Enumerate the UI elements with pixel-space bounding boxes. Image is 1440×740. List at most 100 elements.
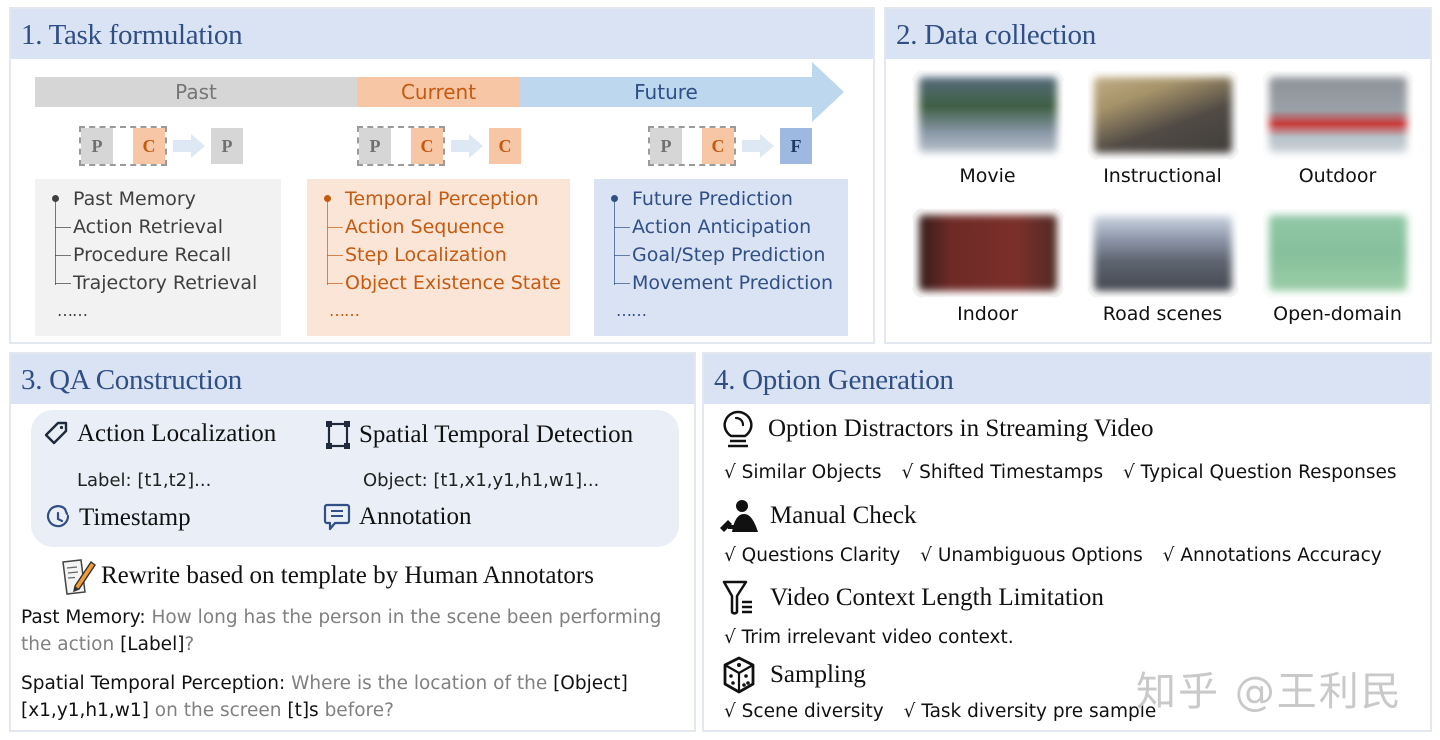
source-grid: Movie Instructional Outdoor Indoor Road … bbox=[900, 71, 1425, 347]
annotation-spatial-temporal-detection: Spatial Temporal Detection bbox=[325, 420, 633, 450]
object-format: Object: [t1,x1,y1,h1,w1]... bbox=[363, 470, 600, 491]
output-box: C bbox=[489, 128, 521, 164]
current-box: C bbox=[411, 128, 443, 164]
section-sampling: Sampling bbox=[722, 656, 866, 694]
comment-icon bbox=[323, 503, 351, 531]
bounding-box-icon bbox=[326, 421, 350, 449]
bullet-icon bbox=[52, 195, 59, 202]
panel-title: 3. QA Construction bbox=[11, 354, 694, 404]
annotation-annotation: Annotation bbox=[323, 502, 472, 532]
arrow-right-icon bbox=[173, 134, 205, 158]
source-label: Outdoor bbox=[1298, 165, 1377, 187]
section-option-distractors: Option Distractors in Streaming Video bbox=[722, 410, 1154, 448]
output-box: F bbox=[780, 128, 812, 164]
task-item: Procedure Recall bbox=[55, 241, 271, 269]
thumbnail-image bbox=[1262, 209, 1413, 297]
output-box: P bbox=[211, 128, 243, 164]
task-item: Object Existence State bbox=[327, 269, 561, 297]
source-label: Indoor bbox=[957, 303, 1018, 325]
task-item: Action Retrieval bbox=[55, 213, 271, 241]
category-head: Temporal Perception bbox=[345, 188, 539, 210]
task-item: Action Sequence bbox=[327, 213, 560, 241]
category-head: Past Memory bbox=[73, 188, 196, 210]
task-item: Movement Prediction bbox=[614, 269, 838, 297]
thumbnail-image bbox=[1262, 71, 1413, 159]
input-window: P C bbox=[357, 126, 445, 166]
past-box: P bbox=[650, 128, 682, 164]
source-instructional: Instructional bbox=[1075, 71, 1250, 209]
timeline-current: Current bbox=[357, 77, 520, 107]
source-label: Instructional bbox=[1103, 165, 1222, 187]
bullet-icon bbox=[611, 195, 618, 202]
section-manual-check: Manual Check bbox=[718, 498, 916, 534]
source-open-domain: Open-domain bbox=[1250, 209, 1425, 347]
panel-title: 2. Data collection bbox=[886, 9, 1430, 59]
bullet-icon bbox=[324, 195, 331, 202]
annotation-types-card: Action Localization Label: [t1,t2]... Sp… bbox=[31, 410, 679, 547]
panel-title: 1. Task formulation bbox=[11, 9, 873, 59]
thumbnail-image bbox=[912, 209, 1063, 297]
clock-icon bbox=[46, 505, 70, 528]
label-format: Label: [t1,t2]... bbox=[77, 470, 212, 491]
category-current: Temporal Perception Action Sequence Step… bbox=[307, 179, 570, 336]
example-past-memory: Past Memory: How long has the person in … bbox=[21, 607, 662, 655]
source-label: Road scenes bbox=[1102, 303, 1223, 325]
section-video-context-length: Video Context Length Limitation bbox=[722, 580, 1104, 616]
example-key: Past Memory: bbox=[21, 607, 146, 628]
source-indoor: Indoor bbox=[900, 209, 1075, 347]
annotation-timestamp: Timestamp bbox=[45, 504, 191, 532]
current-box: C bbox=[133, 128, 165, 164]
example-spatial-temporal-perception: Spatial Temporal Perception: Where is th… bbox=[21, 673, 628, 721]
arrow-head-icon bbox=[812, 62, 844, 122]
example-key: Spatial Temporal Perception: bbox=[21, 673, 286, 694]
checks-sampling: √ Scene diversity √ Task diversity pre s… bbox=[724, 701, 1157, 722]
more-ellipsis: …… bbox=[616, 301, 647, 320]
io-group-current: P C C bbox=[357, 126, 521, 166]
timeline-future: Future bbox=[520, 77, 812, 107]
thumbnail-image bbox=[1087, 71, 1238, 159]
source-road-scenes: Road scenes bbox=[1075, 209, 1250, 347]
source-label: Movie bbox=[959, 165, 1016, 187]
memo-pencil-icon bbox=[62, 559, 96, 595]
checks-video-context-length: √ Trim irrelevant video context. bbox=[724, 627, 1014, 648]
arrow-right-icon bbox=[742, 134, 774, 158]
task-item: Action Anticipation bbox=[614, 213, 838, 241]
timeline-past: Past bbox=[35, 77, 357, 107]
task-item: Trajectory Retrieval bbox=[55, 269, 271, 297]
more-ellipsis: …… bbox=[57, 301, 88, 320]
lightbulb-icon bbox=[723, 410, 753, 448]
more-ellipsis: …… bbox=[329, 301, 360, 320]
tag-icon bbox=[44, 421, 68, 445]
input-window: P C bbox=[648, 126, 736, 166]
dice-icon bbox=[723, 656, 755, 694]
thumbnail-image bbox=[1087, 209, 1238, 297]
option-generation-panel: 4. Option Generation Option Distractors … bbox=[702, 352, 1432, 732]
past-box: P bbox=[81, 128, 113, 164]
watermark-text: 知乎 @王利民 bbox=[1136, 669, 1403, 715]
thumbnail-image bbox=[912, 71, 1063, 159]
timeline-arrow: Past Current Future bbox=[35, 62, 844, 122]
source-movie: Movie bbox=[900, 71, 1075, 209]
task-formulation-panel: 1. Task formulation Past Current Future … bbox=[9, 7, 875, 344]
past-box: P bbox=[359, 128, 391, 164]
panel-title: 4. Option Generation bbox=[704, 354, 1430, 404]
arrow-right-icon bbox=[451, 134, 483, 158]
annotation-action-localization: Action Localization bbox=[43, 420, 276, 448]
source-outdoor: Outdoor bbox=[1250, 71, 1425, 209]
category-head: Future Prediction bbox=[632, 188, 793, 210]
qa-construction-panel: 3. QA Construction Action Localization L… bbox=[9, 352, 696, 732]
task-item: Step Localization bbox=[327, 241, 560, 269]
checks-option-distractors: √ Similar Objects √ Shifted Timestamps √… bbox=[724, 462, 1397, 483]
category-future: Future Prediction Action Anticipation Go… bbox=[594, 179, 848, 336]
rewrite-heading: Rewrite based on template by Human Annot… bbox=[59, 556, 594, 596]
category-past: Past Memory Action Retrieval Procedure R… bbox=[35, 179, 281, 336]
input-window: P C bbox=[79, 126, 167, 166]
task-item: Goal/Step Prediction bbox=[614, 241, 838, 269]
checks-manual-check: √ Questions Clarity √ Unambiguous Option… bbox=[724, 545, 1382, 566]
source-label: Open-domain bbox=[1273, 303, 1402, 325]
io-group-future: P C F bbox=[648, 126, 812, 166]
io-group-past: P C P bbox=[79, 126, 243, 166]
current-box: C bbox=[702, 128, 734, 164]
reviewer-icon bbox=[720, 500, 758, 532]
filter-icon bbox=[722, 580, 752, 615]
